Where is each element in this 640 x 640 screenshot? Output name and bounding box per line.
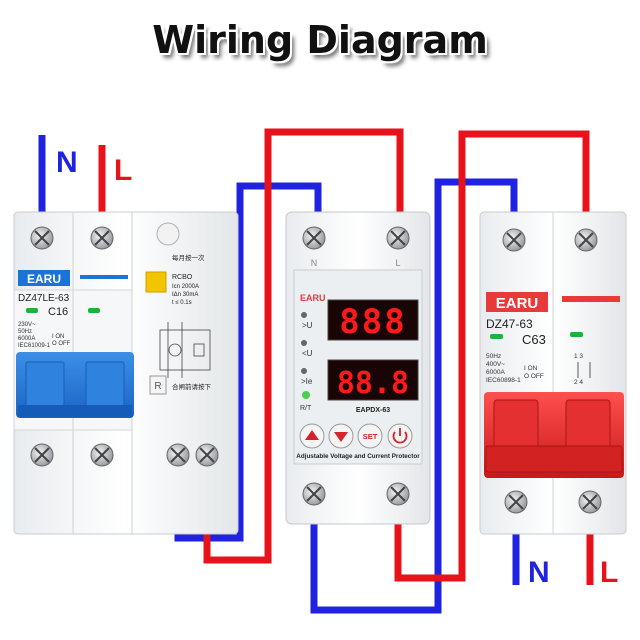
brand-text: EARU — [496, 295, 539, 312]
spec-line: 6000A — [18, 336, 35, 342]
indicator-over-voltage: >U — [302, 321, 313, 330]
spec-line: IEC61009-1 — [18, 343, 51, 349]
rating-text: C63 — [522, 332, 546, 347]
current-readout: 88.8 — [337, 366, 409, 401]
power-icon — [392, 428, 408, 444]
wire-line-protector-out — [394, 130, 590, 582]
page-title: Wiring Diagram — [152, 18, 488, 62]
brand-logo — [18, 270, 70, 286]
indicator-under-voltage: <U — [302, 349, 313, 358]
label-n-top: N — [56, 146, 78, 179]
label-l-top: L — [114, 154, 132, 187]
rcbo-icn: Icn 2000A — [172, 284, 199, 290]
reset-button[interactable] — [149, 375, 167, 395]
phase-labels: N L N L — [56, 146, 618, 589]
voltage-display — [327, 299, 419, 341]
pole-symbol-icon — [577, 362, 591, 378]
pole-label: 1 3 — [574, 353, 583, 360]
spec-line: 400V~ — [486, 361, 505, 368]
spec-line: 230V~ — [18, 322, 36, 328]
circuit-schematic-icon — [159, 322, 211, 378]
model-text: DZ47LE-63 — [18, 293, 70, 304]
rcbo-breaker-left: EARU DZ47LE-63 C16 230V~ 50Hz 6000A IEC6… — [13, 211, 239, 535]
test-button[interactable] — [156, 222, 180, 246]
spec-line: 50Hz — [486, 353, 501, 360]
rcbo-name: RCBO — [172, 274, 193, 281]
brand-logo — [486, 292, 548, 312]
wire-line-to-protector-top — [203, 128, 404, 564]
brand-text: EARU — [27, 272, 61, 286]
set-button[interactable] — [357, 423, 383, 449]
brand-text: EARU — [300, 293, 326, 303]
label-n-bottom: N — [528, 556, 550, 589]
up-arrow-icon — [305, 430, 319, 440]
rcbo-note-bottom: 合闸前请按下 — [172, 382, 212, 391]
rt-label: R/T — [300, 405, 312, 412]
reset-button-label: R — [154, 381, 161, 392]
indicator-over-current: >Ie — [301, 377, 313, 386]
run-led — [302, 391, 310, 399]
model-text: EAPDX-63 — [356, 407, 390, 414]
down-arrow-icon — [334, 432, 348, 442]
status-indicator — [88, 308, 100, 313]
product-caption: Adjustable Voltage and Current Protector — [296, 453, 420, 460]
current-display — [327, 359, 419, 401]
rcbo-time: t ≤ 0.1s — [172, 300, 192, 306]
spec-line: 6000A — [486, 369, 505, 376]
rcbo-idn: IΔn 30mA — [172, 292, 198, 298]
wire-neutral-protector-out — [310, 178, 518, 614]
on-label: I ON — [524, 365, 538, 372]
spec-line: 50Hz — [18, 329, 32, 335]
terminal-label-n: N — [311, 258, 318, 268]
status-indicator — [490, 334, 503, 339]
off-label: O OFF — [52, 341, 71, 347]
spec-line: IEC60898-1 — [486, 377, 521, 384]
status-indicator — [26, 308, 38, 313]
status-indicator — [570, 332, 583, 337]
label-l-bottom: L — [600, 556, 618, 589]
terminal-label-l: L — [395, 258, 400, 268]
off-label: O OFF — [524, 373, 544, 380]
voltage-current-protector: N L EARU >U <U >Ie R/T 888 88.8 EAPDX-63… — [285, 211, 431, 525]
on-label: I ON — [52, 334, 64, 340]
rating-text: C16 — [48, 306, 68, 318]
mcb-breaker-right: EARU DZ47-63 C63 50Hz 400V~ 6000A IEC608… — [479, 211, 627, 535]
rcbo-note-top: 每月按一次 — [172, 253, 205, 262]
set-button-label: SET — [363, 432, 378, 441]
trip-indicator — [145, 271, 167, 293]
model-text: DZ47-63 — [486, 317, 533, 331]
pole-label: 2 4 — [574, 379, 583, 386]
voltage-readout: 888 — [339, 302, 406, 342]
